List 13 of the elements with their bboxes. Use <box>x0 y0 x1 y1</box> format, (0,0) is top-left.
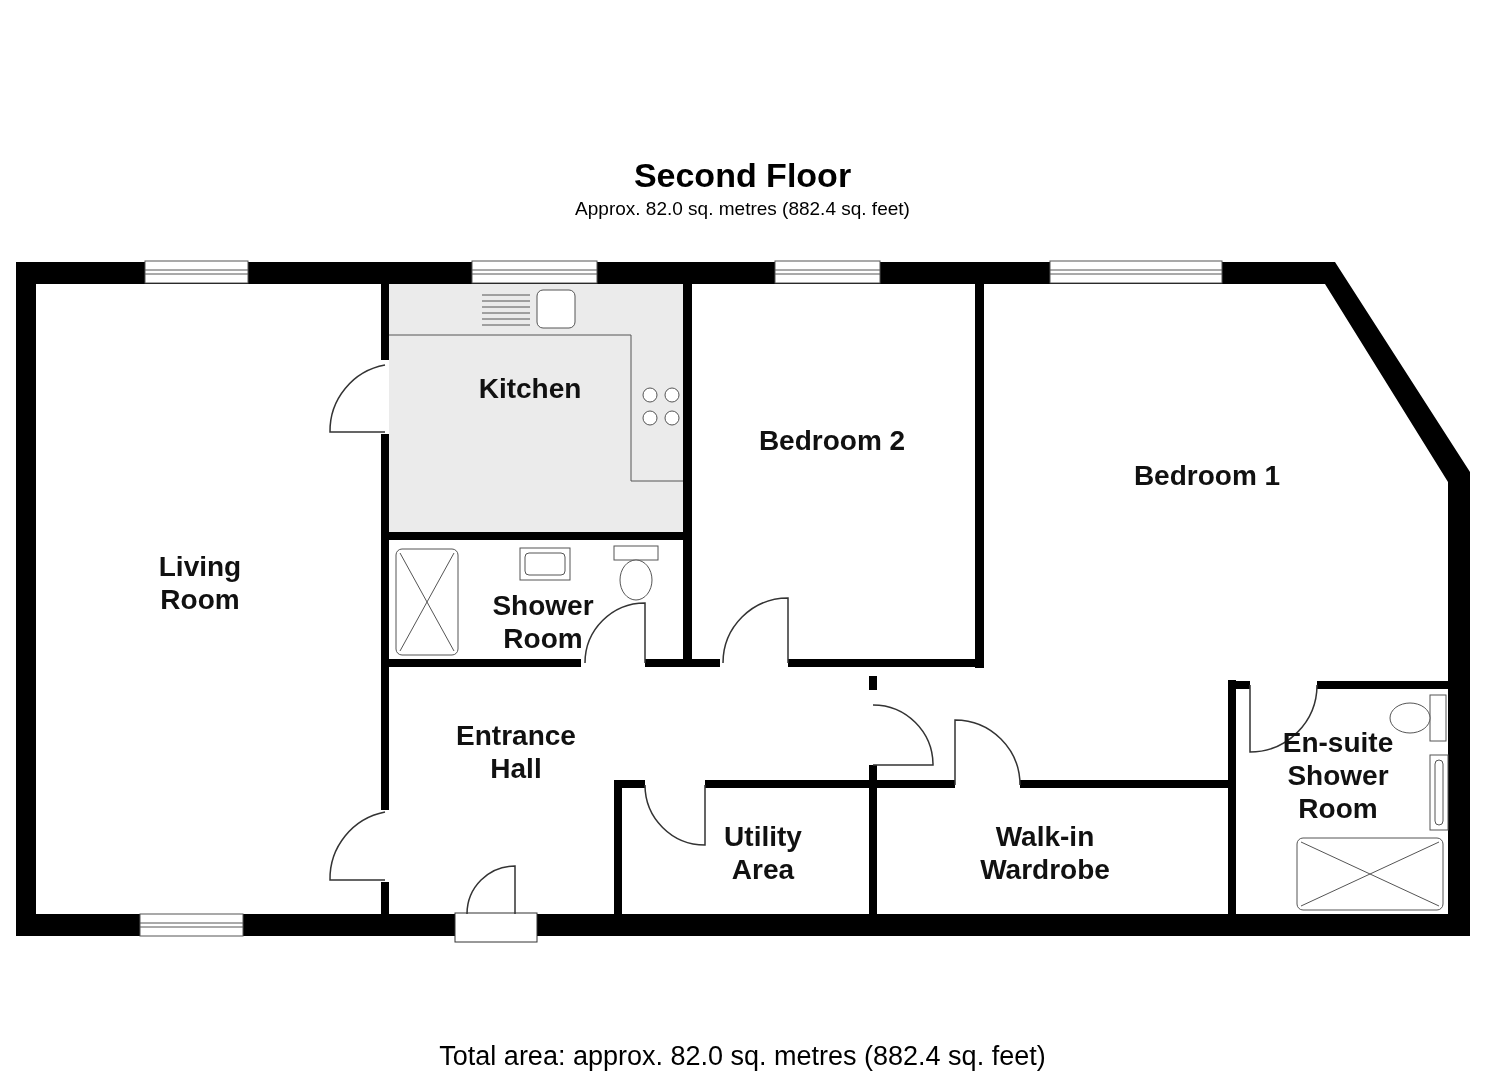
room-name: Walk-in Wardrobe <box>979 820 1111 886</box>
room-name: Bedroom 1 <box>1132 458 1282 492</box>
room-name: Shower Room <box>491 589 595 655</box>
room-name: Kitchen <box>477 371 583 405</box>
total-area-caption: Total area: approx. 82.0 sq. metres (882.4 sq. feet) <box>438 1040 1047 1072</box>
room-name: En-suite Shower Room <box>1281 725 1395 825</box>
room-name: Entrance Hall <box>455 719 577 785</box>
floor-area-note: Approx. 82.0 sq. metres (882.4 sq. feet) <box>574 198 911 220</box>
room-area <box>389 284 683 532</box>
plan-title: Second Floor <box>632 155 853 195</box>
room-name: Living Room <box>157 550 243 616</box>
room-name: Bedroom 2 <box>757 423 907 457</box>
room-name: Utility Area <box>723 820 803 886</box>
